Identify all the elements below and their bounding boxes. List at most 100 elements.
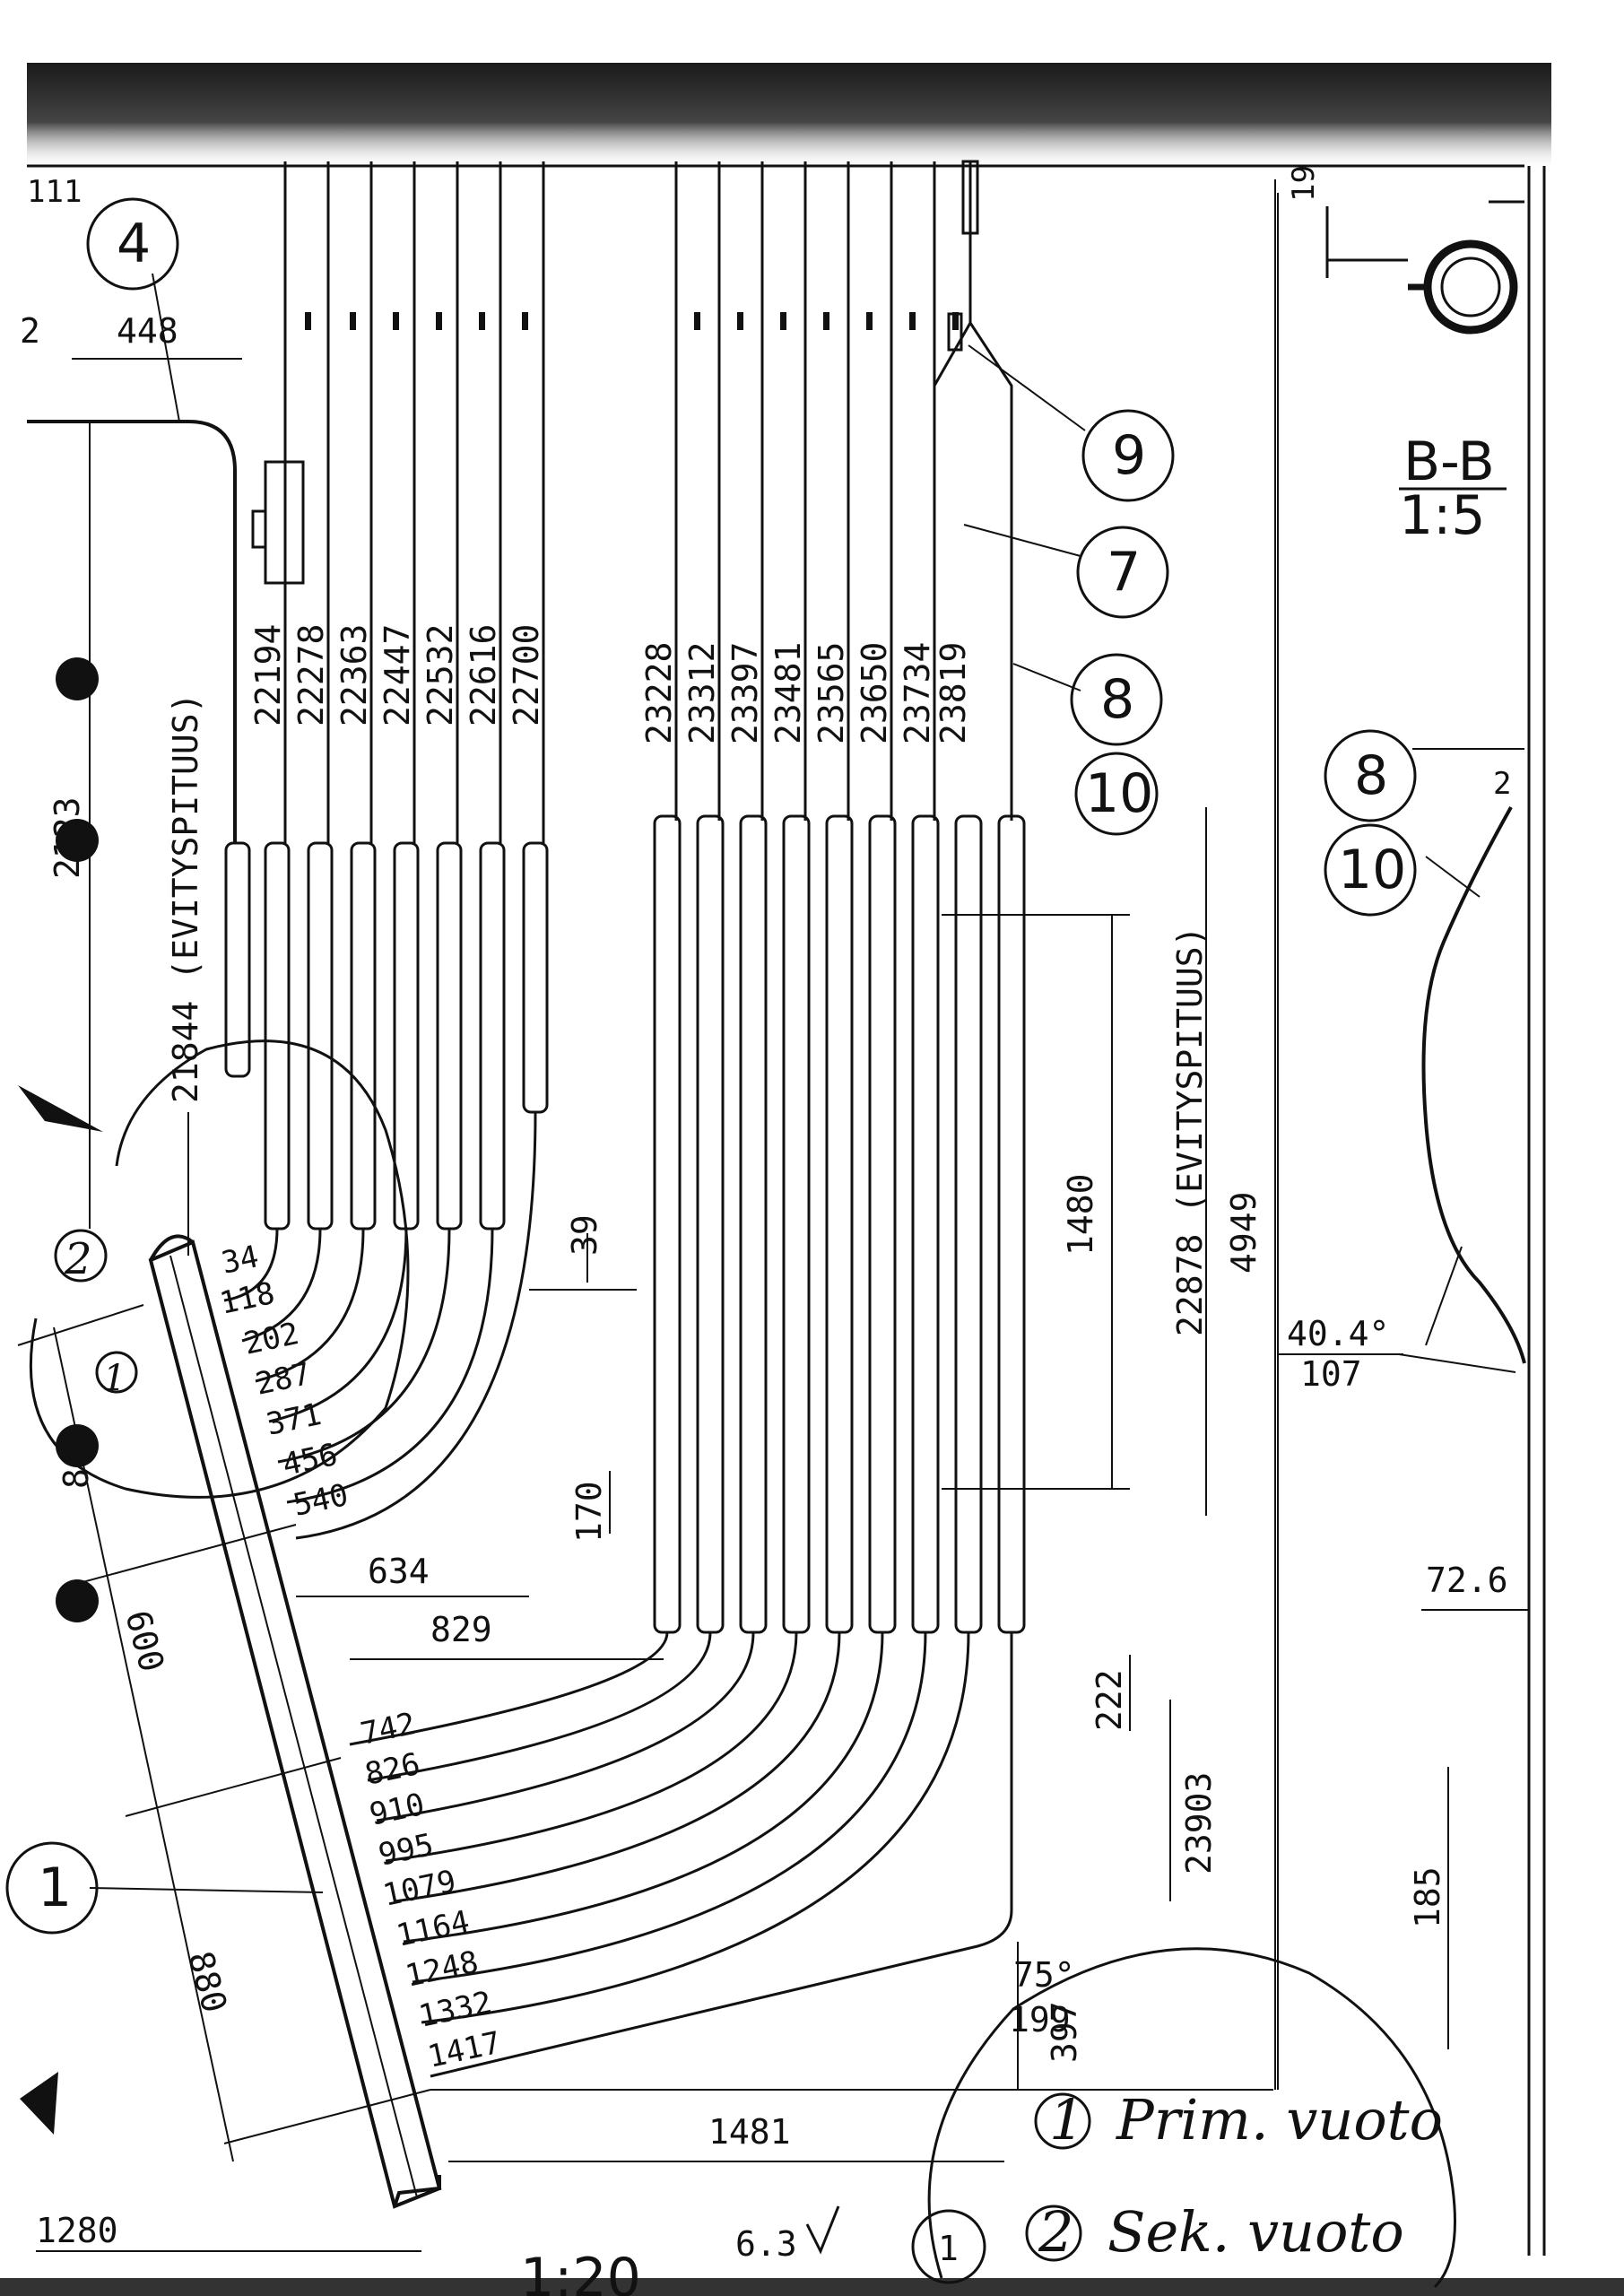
dim-39: 39 [565, 1214, 604, 1256]
left-pipe-group [223, 161, 549, 1540]
offset-label: 742 [358, 1706, 419, 1752]
offset-label: 1417 [425, 2025, 504, 2075]
balloon-9: 9 [1112, 424, 1146, 487]
right-offset-labels: 742 826 910 995 1079 1164 1248 1332 1417 [358, 1706, 504, 2075]
offset-label: 371 [264, 1396, 325, 1443]
right-length-label: 23819 [934, 642, 973, 744]
scan-bottom-edge [0, 2278, 1624, 2296]
view-arrow [18, 1085, 103, 1132]
header-pipe [148, 1234, 442, 2209]
dim-1481: 1481 [708, 2112, 791, 2152]
dim-1480: 1480 [1061, 1173, 1100, 1256]
left-length-label: 22363 [334, 624, 374, 726]
overall-length-right: 22878 (EVITYSPITUUS) [1170, 926, 1210, 1336]
scan-shadow-band [27, 63, 1551, 170]
handwritten-mark-1: 1 [103, 1358, 126, 1399]
dim-634: 634 [368, 1552, 430, 1591]
right-length-label: 23312 [682, 642, 722, 744]
note-2-number: 2 [1038, 2199, 1073, 2265]
dim-19: 19 [1286, 165, 1322, 202]
right-length-label: 23734 [898, 642, 937, 744]
left-length-label: 22194 [248, 624, 288, 726]
dim-880: 880 [180, 1947, 234, 2017]
surface-finish-symbol [805, 2205, 840, 2255]
right-length-label: 23650 [855, 642, 894, 744]
handwritten-mark-2: 2 [64, 1234, 92, 1284]
right-pipe-group [349, 160, 1026, 2078]
offset-label: 118 [217, 1275, 278, 1322]
section-bb-detail [1325, 200, 1526, 1373]
overall-length-left: 21844 (EVITYSPITUUS) [166, 692, 205, 1103]
dim-829: 829 [430, 1610, 492, 1649]
balloon-10: 10 [1085, 762, 1153, 825]
offset-label: 540 [291, 1477, 352, 1524]
right-pipe-length-labels: 23228 23312 23397 23481 23565 23650 2373… [639, 642, 973, 744]
dim-80: 80 [56, 1448, 96, 1489]
dim-23903: 23903 [1179, 1772, 1219, 1874]
right-length-label: 23481 [769, 642, 808, 744]
balloon-1: 1 [38, 1857, 72, 1919]
dim-107: 107 [1300, 1354, 1362, 1394]
left-pipe-length-labels: 22194 22278 22363 22447 22532 22616 2270… [248, 624, 546, 726]
right-length-label: 23565 [812, 642, 851, 744]
note-2-text: Sek. vuoto [1107, 2199, 1404, 2265]
pipe-4 [27, 420, 237, 843]
left-length-label: 22700 [507, 624, 546, 726]
note-1-circle [1034, 2092, 1091, 2150]
surface-finish: 6.3 [735, 2224, 797, 2264]
section-scale: 1:5 [1399, 484, 1486, 547]
dim-40deg: 40.4° [1287, 1314, 1389, 1353]
offset-label: 34 [219, 1239, 262, 1282]
offset-label: 910 [367, 1787, 428, 1833]
dim-448: 448 [117, 311, 178, 351]
dim-4949: 4949 [1224, 1191, 1264, 1274]
dim-222: 222 [1090, 1669, 1129, 1731]
offset-label: 202 [241, 1316, 302, 1362]
left-length-label: 22447 [378, 624, 417, 726]
offset-label: 826 [362, 1746, 423, 1793]
dim-185: 185 [1408, 1866, 1447, 1928]
handwritten-markup [29, 1039, 1456, 2289]
balloon-7: 7 [1107, 541, 1141, 604]
sheet-frame [27, 164, 1546, 2256]
clamp-detail [251, 460, 305, 585]
leader-lines [89, 273, 1524, 1893]
dim-2: 2 [20, 311, 40, 351]
handwritten-mark-1-circle [95, 1351, 138, 1394]
dim-2-section: 2 [1493, 766, 1511, 802]
black-dots [56, 657, 99, 1622]
left-length-label: 22532 [421, 624, 460, 726]
note-1-text: Prim. vuoto [1116, 2087, 1443, 2152]
balloon-4: 4 [117, 213, 151, 275]
balloon-1-bottom: 1 [938, 2229, 959, 2268]
dim-1280: 1280 [36, 2211, 118, 2250]
balloons [5, 197, 1417, 1935]
dim-72-6: 72.6 [1426, 1561, 1508, 1600]
handwritten-mark-2-circle [54, 1229, 108, 1283]
offset-label: 287 [253, 1356, 314, 1403]
balloon-8-section: 8 [1354, 744, 1388, 807]
tick-marks-right [694, 312, 959, 330]
note-1-number: 1 [1049, 2087, 1084, 2152]
offset-label: 1248 [403, 1944, 482, 1995]
view-arrow-2 [20, 2072, 58, 2135]
right-length-label: 23397 [725, 642, 765, 744]
page-scale: 1:20 [520, 2247, 641, 2296]
dim-397: 397 [1045, 2001, 1084, 2063]
offset-label: 995 [376, 1827, 437, 1874]
left-length-label: 22278 [291, 624, 331, 726]
balloon-10-section: 10 [1338, 839, 1406, 901]
right-length-label: 23228 [639, 642, 679, 744]
section-title: B-B [1403, 430, 1495, 493]
dim-75deg: 75° [1013, 1955, 1075, 1995]
top-mark: 111 [27, 174, 82, 210]
dim-170: 170 [569, 1481, 609, 1543]
tick-marks-left [305, 312, 528, 330]
dimension-lines [17, 193, 1529, 2252]
offset-label: 456 [280, 1437, 341, 1483]
dim-199: 199 [1009, 2000, 1071, 2039]
balloon-8: 8 [1100, 668, 1134, 731]
dim-2123: 2123 [48, 796, 87, 879]
note-2-circle [1025, 2205, 1082, 2262]
